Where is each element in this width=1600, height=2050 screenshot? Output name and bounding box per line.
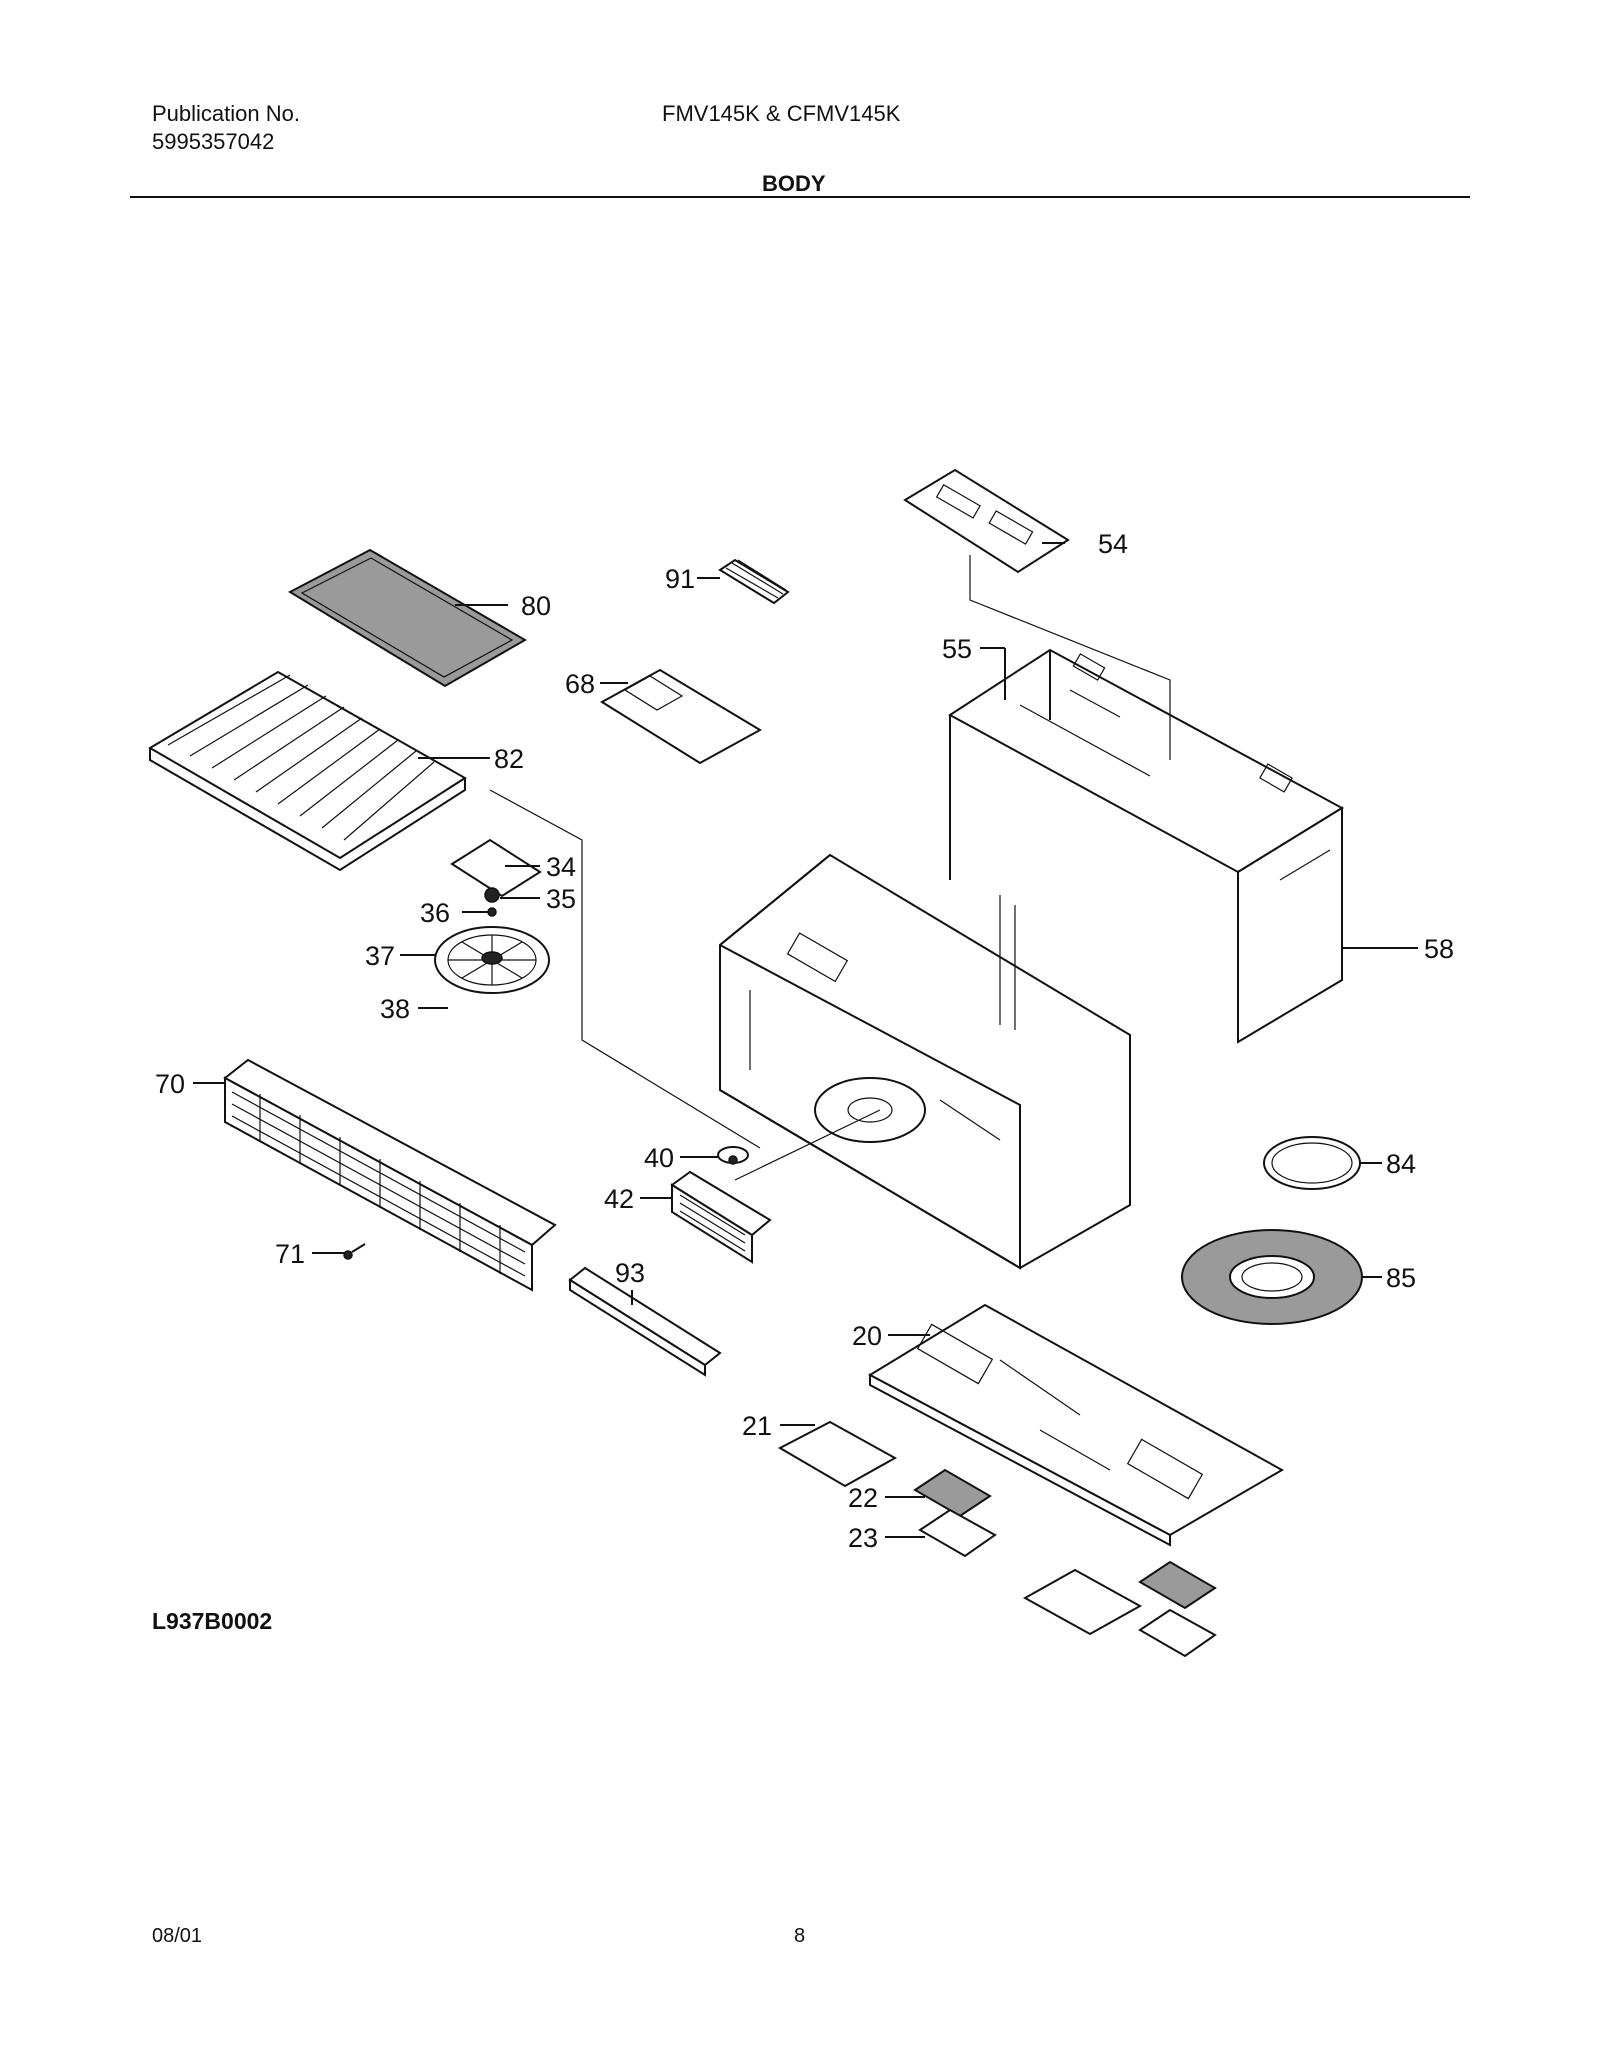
part-outer-case-58 bbox=[948, 648, 1344, 1044]
part-front-grille-70 bbox=[223, 1058, 557, 1292]
part-vent-42 bbox=[670, 1170, 772, 1264]
callout-80: 80 bbox=[521, 591, 551, 621]
publication-date: 08/01 bbox=[152, 1925, 203, 1947]
callout-38: 38 bbox=[380, 994, 410, 1024]
publication-number: 5995357042 bbox=[152, 129, 275, 154]
callout-93: 93 bbox=[615, 1258, 645, 1288]
callout-91: 91 bbox=[665, 564, 695, 594]
callout-36: 36 bbox=[420, 898, 450, 928]
section-title: BODY bbox=[762, 171, 826, 196]
callout-55: 55 bbox=[942, 634, 972, 664]
callouts: 80 91 54 55 68 82 34 35 36 37 38 58 70 4… bbox=[155, 529, 1454, 1553]
part-filter-80 bbox=[287, 548, 527, 688]
callout-37: 37 bbox=[365, 941, 395, 971]
part-turntable-85 bbox=[1181, 1229, 1363, 1325]
page-number: 8 bbox=[794, 1925, 806, 1947]
callout-54: 54 bbox=[1098, 529, 1128, 559]
callout-20: 20 bbox=[852, 1321, 882, 1351]
part-cap-40 bbox=[717, 1146, 749, 1165]
callout-84: 84 bbox=[1386, 1149, 1416, 1179]
callout-68: 68 bbox=[565, 669, 595, 699]
callout-71: 71 bbox=[275, 1239, 305, 1269]
part-label-93 bbox=[568, 1266, 722, 1377]
callout-58: 58 bbox=[1424, 934, 1454, 964]
part-oven-cavity bbox=[719, 853, 1131, 1270]
callout-42: 42 bbox=[604, 1184, 634, 1214]
part-base-plate-20 bbox=[867, 1303, 1285, 1547]
part-cover-68 bbox=[600, 668, 763, 765]
callout-35: 35 bbox=[546, 884, 576, 914]
callout-82: 82 bbox=[494, 744, 524, 774]
callout-70: 70 bbox=[155, 1069, 185, 1099]
part-bracket-54 bbox=[903, 468, 1070, 574]
callout-22: 22 bbox=[848, 1483, 878, 1513]
callout-85: 85 bbox=[1386, 1263, 1416, 1293]
part-grille-91 bbox=[718, 558, 790, 605]
part-filter-set bbox=[777, 1420, 1217, 1658]
part-roller-ring-84 bbox=[1263, 1136, 1361, 1190]
diagram-code: L937B0002 bbox=[152, 1608, 273, 1634]
callout-23: 23 bbox=[848, 1523, 878, 1553]
callout-40: 40 bbox=[644, 1143, 674, 1173]
leader-lines bbox=[193, 542, 1418, 1538]
callout-21: 21 bbox=[742, 1411, 772, 1441]
publication-label: Publication No. bbox=[152, 101, 300, 126]
header-rule bbox=[130, 196, 1470, 198]
model-number: FMV145K & CFMV145K bbox=[662, 101, 901, 126]
callout-34: 34 bbox=[546, 852, 576, 882]
part-rack-82 bbox=[148, 670, 467, 872]
part-screw-71 bbox=[343, 1243, 366, 1260]
part-stirrer-assembly bbox=[434, 838, 550, 994]
